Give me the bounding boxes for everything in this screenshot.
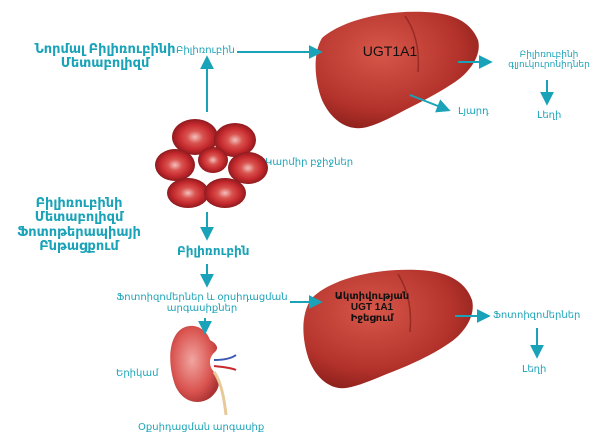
isomers-line2: արգասիքներ bbox=[112, 303, 292, 314]
reduced-enzyme-label: Ակտիվության UGT 1A1 Իջեցում bbox=[322, 291, 422, 324]
normal-title-line2: Մետաբոլիզմ bbox=[20, 56, 190, 70]
isomers-line1: Ֆոտոիզոմերներ և օրսիդացման bbox=[112, 292, 292, 303]
enzyme-label: UGT1A1 bbox=[345, 44, 435, 59]
phototherapy-title-line2: Մետաբոլիզմ bbox=[14, 210, 144, 224]
phototherapy-title-line3: Ֆոտոթերապիայի bbox=[14, 225, 144, 239]
kidney-icon bbox=[170, 326, 236, 415]
bile-label-top: Լեղի bbox=[537, 110, 561, 121]
kidney-label: Երիկամ bbox=[116, 368, 158, 379]
red-cells-label: Կարմիր բջիջներ bbox=[265, 157, 353, 168]
bile-label-bottom: Լեղի bbox=[522, 364, 546, 375]
liver-normal bbox=[316, 12, 479, 128]
photoisomers-label: Ֆոտոիզոմերներ bbox=[493, 310, 580, 321]
reduced-enzyme-line2: UGT 1A1 bbox=[322, 302, 422, 313]
phototherapy-title-line4: Բնթացքում bbox=[14, 239, 144, 253]
isomers-label: Ֆոտոիզոմերներ և օրսիդացման արգասիքներ bbox=[112, 292, 292, 314]
phototherapy-title: Բիլիռուբինի Մետաբոլիզմ Ֆոտոթերապիայի Բնթ… bbox=[14, 196, 144, 253]
glucuronides-label: Բիլիռուբինի գլյուկուրոնիդներ bbox=[503, 50, 595, 70]
urine-label: Օքսիդացման արգասիք bbox=[138, 422, 264, 433]
liver-label-top: Լյարդ bbox=[458, 106, 489, 117]
red-blood-cells bbox=[155, 119, 268, 208]
glucuronides-line2: գլյուկուրոնիդներ bbox=[503, 60, 595, 70]
liver-phototherapy bbox=[303, 270, 472, 388]
phototherapy-title-line1: Բիլիռուբինի bbox=[14, 196, 144, 210]
bilirubin-middle-label: Բիլիռուբին bbox=[177, 245, 249, 258]
reduced-enzyme-line3: Իջեցում bbox=[322, 313, 422, 324]
reduced-enzyme-line1: Ակտիվության bbox=[322, 291, 422, 302]
bilirubin-top-label: Բիլիռուբին bbox=[176, 45, 235, 56]
normal-title-line1: Նորմալ Բիլիռուբինի bbox=[20, 42, 190, 56]
normal-metabolism-title: Նորմալ Բիլիռուբինի Մետաբոլիզմ bbox=[20, 42, 190, 71]
